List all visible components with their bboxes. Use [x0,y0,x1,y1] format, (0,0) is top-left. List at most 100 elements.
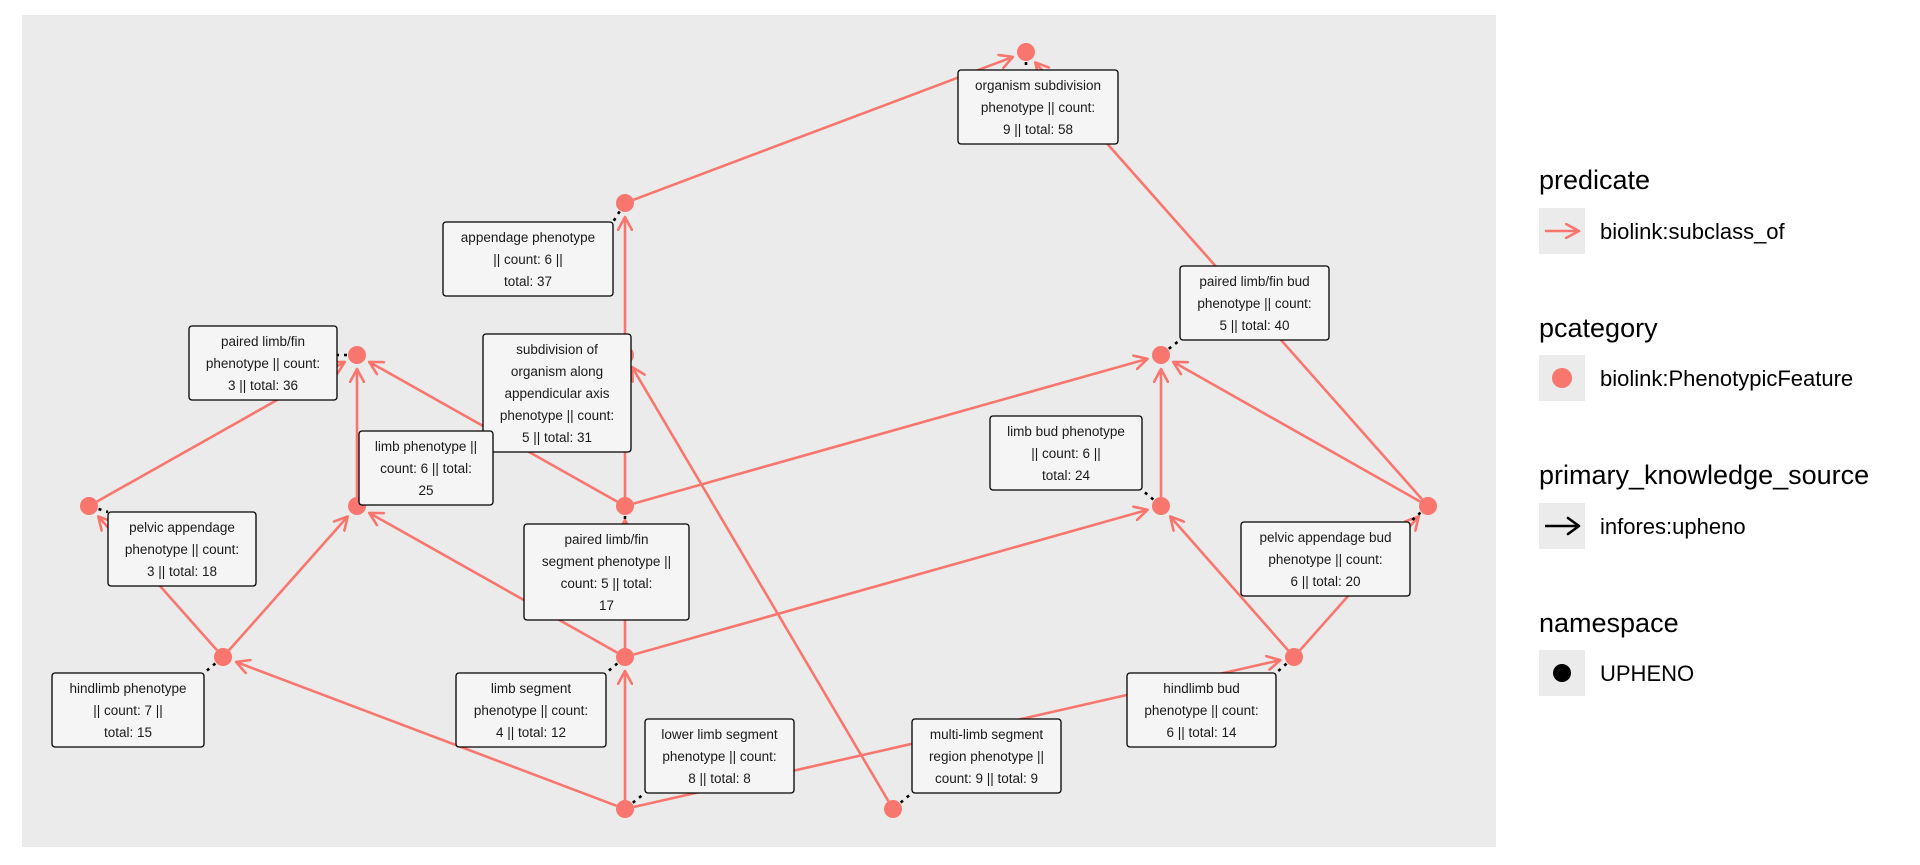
node-appendage[interactable] [616,194,634,212]
label-line: total: 37 [504,274,552,289]
label-line: 8 || total: 8 [688,771,751,786]
label-line: organism along [511,364,603,379]
node-lower-limb-segment[interactable] [616,800,634,818]
label-line: phenotype || count: [1197,296,1311,311]
label-line: 9 || total: 58 [1003,122,1073,137]
legend-namespace: namespace UPHENO [1539,608,1694,696]
legend-pcategory: pcategory biolink:PhenotypicFeature [1539,313,1853,401]
node-hindlimb-bud[interactable] [1285,648,1303,666]
label-leader-limb-segment [605,662,619,674]
circle-icon [1552,368,1572,388]
label-leader-appendage [611,210,621,223]
label-leader-paired-limb-fin-bud [1168,338,1181,350]
node-pelvic-appendage-bud[interactable] [1419,497,1437,515]
label-leader-pelvic-appendage-bud [1409,511,1422,523]
label-box [989,415,1143,491]
node-pelvic-appendage[interactable] [80,497,98,515]
node-label-limb: limb phenotype ||count: 6 || total:25 [358,430,494,506]
legend-predicate: predicate biolink:subclass_of [1539,165,1786,254]
label-line: limb phenotype || [375,439,477,454]
label-box [188,325,338,401]
node-label-pelvic-appendage: pelvic appendage phenotype || count: 3 || … [107,511,257,587]
label-line: subdivision of [516,342,598,357]
label-line: || count: 7 || [93,703,163,718]
label-line: paired limb/fin [564,532,648,547]
label-line: phenotype || count: [125,542,239,557]
label-box [107,511,257,587]
node-label-limb-bud: limb bud phenotype|| count: 6 ||total: 2… [989,415,1143,491]
label-line: limb bud phenotype [1007,424,1125,439]
label-box [1126,672,1277,748]
node-label-appendage: appendage phenotype|| count: 6 ||total: … [442,221,614,297]
node-limb-bud[interactable] [1152,497,1170,515]
label-line: paired limb/fin [221,334,305,349]
edge-lower-limb-segment-to-hindlimb [236,662,618,808]
label-line: phenotype || count: [981,100,1095,115]
legend-title-pcategory: pcategory [1539,313,1658,343]
node-paired-limb-fin[interactable] [348,346,366,364]
label-line: 6 || total: 14 [1166,725,1237,740]
label-line: hindlimb phenotype [69,681,186,696]
label-line: 3 || total: 18 [147,564,217,579]
label-line: pelvic appendage bud [1259,530,1391,545]
legend-title-namespace: namespace [1539,608,1679,638]
label-leader-lower-limb-segment [631,791,646,804]
label-line: phenotype || count: [500,408,614,423]
node-paired-limb-fin-segment[interactable] [616,497,634,515]
legend-primary-knowledge-source: primary_knowledge_source infores:upheno [1539,460,1869,549]
label-line: hindlimb bud [1163,681,1240,696]
label-box [1179,265,1330,341]
arrowhead-icon [1566,516,1581,536]
label-leader-limb-bud [1141,489,1155,501]
label-line: 17 [599,598,614,613]
label-line: phenotype || count: [206,356,320,371]
nodes-layer [80,43,1437,818]
label-leaders-layer [98,62,1422,804]
label-leader-hindlimb [203,662,217,674]
label-line: phenotype || count: [662,749,776,764]
node-label-multi-limb-segment: multi-limb segment region phenotype || cou… [911,718,1062,794]
label-line: count: 6 || total: [380,461,472,476]
legend: predicate biolink:subclass_of pcategory … [1539,165,1869,696]
label-line: total: 15 [104,725,152,740]
edge-hindlimb-bud-to-limb-bud [1170,517,1290,652]
node-labels-layer: organism subdivision phenotype || count: 9… [51,69,1411,794]
label-line: multi-limb segment [930,727,1044,742]
node-limb-segment[interactable] [616,648,634,666]
node-paired-limb-fin-bud[interactable] [1152,346,1170,364]
node-organism-subdivision[interactable] [1017,43,1035,61]
label-line: segment phenotype || [542,554,671,569]
label-line: || count: 6 || [1031,446,1101,461]
label-box [957,69,1119,145]
label-box [482,333,632,453]
node-multi-limb-segment[interactable] [884,800,902,818]
node-label-organism-subdivision: organism subdivision phenotype || count: 9… [957,69,1119,145]
node-label-hindlimb-bud: hindlimb bud phenotype || count: 6 || tota… [1126,672,1277,748]
legend-item-pcategory: biolink:PhenotypicFeature [1600,366,1853,391]
label-line: 5 || total: 31 [522,430,592,445]
label-line: || count: 6 || [493,252,563,267]
label-box [523,523,690,621]
label-leader-multi-limb-segment [899,792,913,804]
circle-icon [1553,664,1571,682]
label-box [455,672,607,748]
label-line: organism subdivision [975,78,1101,93]
label-line: region phenotype || [929,749,1044,764]
node-hindlimb[interactable] [214,648,232,666]
label-line: paired limb/fin bud [1199,274,1309,289]
label-line: appendicular axis [504,386,609,401]
label-box [442,221,614,297]
edge-multi-limb-segment-to-subdivision-appendicular [632,367,890,802]
node-label-lower-limb-segment: lower limb segment phenotype || count: 8 |… [644,718,795,794]
label-box [644,718,795,794]
label-line: lower limb segment [661,727,778,742]
label-line: phenotype || count: [1144,703,1258,718]
edge-hindlimb-to-limb [228,516,348,652]
label-line: pelvic appendage [129,520,235,535]
label-line: count: 9 || total: 9 [935,771,1038,786]
label-line: limb segment [491,681,572,696]
label-box [358,430,494,506]
